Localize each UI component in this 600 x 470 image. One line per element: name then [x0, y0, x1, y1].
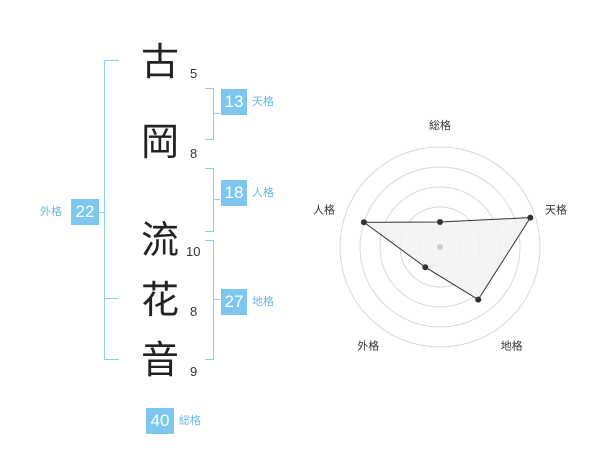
- radar-point-5: [360, 219, 367, 226]
- gaikaku-tick-inner: [104, 298, 118, 299]
- chikaku-value: 27: [221, 289, 247, 315]
- tenkaku-bracket: [205, 88, 214, 140]
- radar-axis-label-chikaku: 地格: [501, 339, 523, 353]
- radar-point-2: [527, 214, 534, 221]
- radar-points: [360, 214, 534, 303]
- tenkaku-label: 天格: [252, 95, 274, 108]
- radar-chart: 総格 天格 地格 外格 人格: [313, 118, 567, 353]
- jinkaku-value: 18: [221, 180, 247, 206]
- name-char-1: 古: [140, 40, 179, 84]
- radar-area: [362, 217, 532, 301]
- radar-grid-ring-4: [359, 166, 521, 328]
- radar-axis-label-gaikaku: 外格: [357, 339, 379, 353]
- gaikaku-value: 22: [71, 199, 99, 225]
- chikaku-bracket: [205, 240, 214, 360]
- radar-point-1: [437, 219, 443, 225]
- name-char-2: 岡: [140, 120, 179, 164]
- radar-grid-ring-5: [339, 146, 541, 348]
- name-char-5: 音: [140, 338, 179, 382]
- name-char-4: 花: [140, 278, 179, 322]
- chikaku-label: 地格: [252, 295, 274, 308]
- name-char-3: 流: [140, 218, 179, 262]
- gaikaku-label: 外格: [40, 205, 62, 218]
- radar-point-3: [475, 296, 482, 303]
- stroke-count-3: 10: [186, 244, 201, 259]
- stroke-count-5: 9: [190, 364, 198, 379]
- radar-point-4: [422, 264, 429, 271]
- tenkaku-value: 13: [221, 89, 247, 115]
- gaikaku-bracket: [104, 60, 119, 360]
- jinkaku-bracket: [205, 168, 214, 232]
- soukaku-value: 40: [146, 408, 174, 434]
- radar-center-dot: [437, 244, 443, 250]
- stroke-count-4: 8: [190, 304, 198, 319]
- radar-axis-label-jinkaku: 人格: [313, 202, 335, 216]
- tenkaku-tick: [214, 113, 220, 114]
- jinkaku-label: 人格: [252, 186, 274, 199]
- gaikaku-tick-left: [98, 212, 104, 213]
- radar-axis-label-soukaku: 総格: [429, 118, 451, 132]
- soukaku-label: 総格: [179, 414, 201, 427]
- stroke-count-2: 8: [190, 146, 198, 161]
- jinkaku-tick: [214, 199, 220, 200]
- radar-axis-label-tenkaku: 天格: [545, 202, 567, 216]
- stroke-count-1: 5: [190, 66, 198, 81]
- chikaku-tick: [214, 299, 220, 300]
